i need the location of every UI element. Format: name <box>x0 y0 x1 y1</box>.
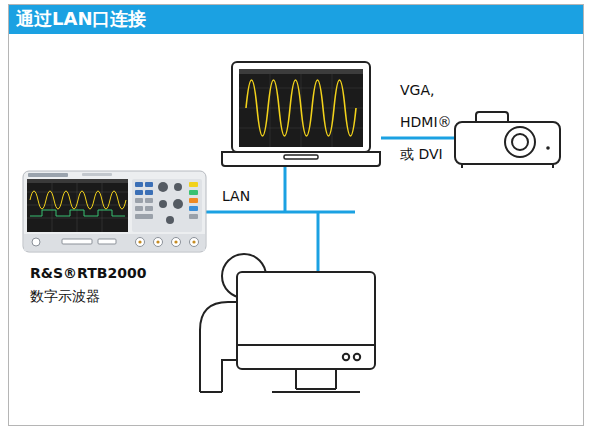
device-name: R&S®RTB2000 <box>30 264 146 282</box>
projector <box>455 112 560 168</box>
diagram-title: 通过LAN口连接 <box>16 8 146 30</box>
device-type: 数字示波器 <box>30 287 100 305</box>
header-band <box>9 5 583 34</box>
device-node: R&S®RTB2000 数字示波器 <box>22 170 208 310</box>
frame <box>9 5 584 426</box>
interface-label: LAN <box>222 187 250 205</box>
oscilloscope-illustration <box>22 170 208 254</box>
user-workstation <box>200 254 375 392</box>
video-interface-label: VGA, HDMI® 或 DVI <box>400 74 454 170</box>
laptop <box>222 62 380 166</box>
